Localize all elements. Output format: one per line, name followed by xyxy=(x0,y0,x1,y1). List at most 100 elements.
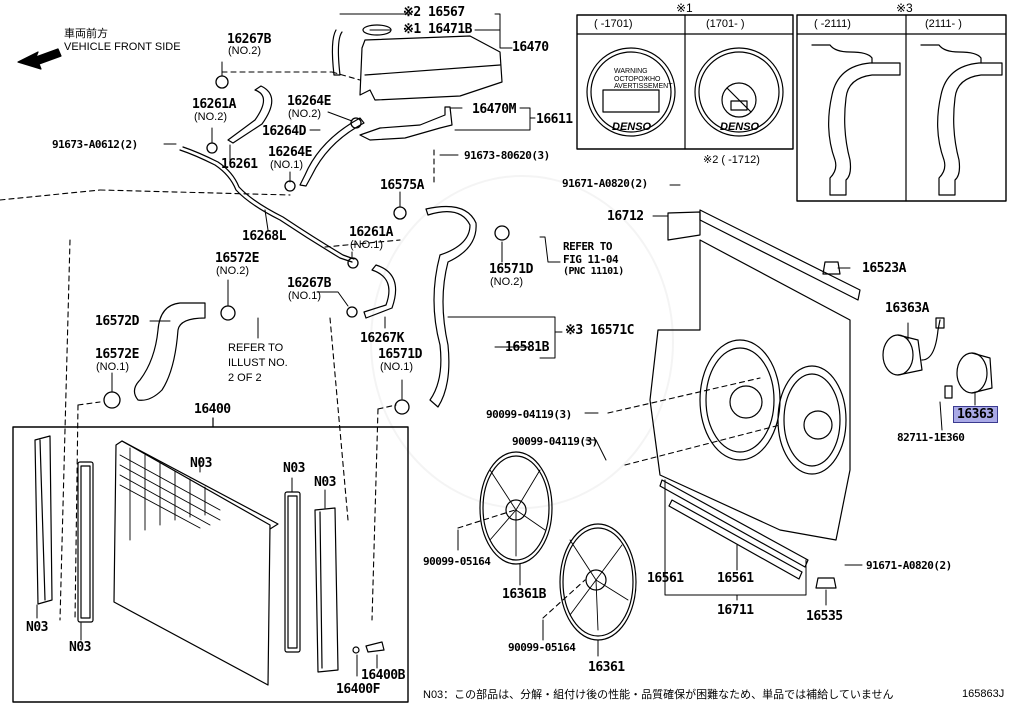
figure-id: 165863J xyxy=(962,688,1005,700)
part-label-82711-1E360[interactable]: 82711-1E360 xyxy=(897,431,965,444)
n03-label-core: N03 xyxy=(190,456,212,471)
bracket-16712 xyxy=(667,211,701,241)
part-label-90099-04119-b[interactable]: 90099-04119(3) xyxy=(512,435,598,448)
part-sub-16264E-no2: (NO.2) xyxy=(288,108,321,120)
part-label-91673-A0612[interactable]: 91673-A0612(2) xyxy=(52,138,138,151)
part-label-16267K[interactable]: 16267K xyxy=(360,331,404,346)
part-label-16712[interactable]: 16712 xyxy=(607,209,644,224)
part-sub-16572E-no2: (NO.2) xyxy=(216,265,249,277)
radiator-group-box xyxy=(12,426,409,703)
part-label-16711[interactable]: 16711 xyxy=(717,603,754,618)
part-label-16571D-no2[interactable]: 16571D xyxy=(489,262,533,277)
orientation-label: 車両前方 VEHICLE FRONT SIDE xyxy=(64,28,181,54)
part-label-16361[interactable]: 16361 xyxy=(588,660,625,675)
orientation-label-jp: 車両前方 xyxy=(64,28,108,40)
radiator-tanks-and-gaskets xyxy=(34,435,385,673)
part-label-91671-A0820-top[interactable]: 91671-A0820(2) xyxy=(562,177,648,190)
fan-shroud xyxy=(649,209,861,541)
part-sub-16267B-no1: (NO.1) xyxy=(288,290,321,302)
grommet-16535 xyxy=(815,577,837,589)
inset-note1-box xyxy=(576,14,794,150)
part-label-16535[interactable]: 16535 xyxy=(806,609,843,624)
inset-note3-mark: ※3 xyxy=(896,1,913,15)
part-label-16400[interactable]: 16400 xyxy=(194,402,231,417)
orientation-label-en: VEHICLE FRONT SIDE xyxy=(64,41,181,54)
part-label-91671-A0820-bottom[interactable]: 91671-A0820(2) xyxy=(866,559,952,572)
part-label-16561-b[interactable]: 16561 xyxy=(717,571,754,586)
watermark-logo xyxy=(370,175,674,509)
part-sub-16571D-no1: (NO.1) xyxy=(380,361,413,373)
part-label-16264E-no2[interactable]: 16264E xyxy=(287,94,331,109)
hose-clamps xyxy=(103,75,510,415)
part-label-16571C[interactable]: ※3 16571C xyxy=(565,323,635,338)
part-label-16561-a[interactable]: 16561 xyxy=(647,571,684,586)
part-label-16571D-no1[interactable]: 16571D xyxy=(378,347,422,362)
seal-strips-16561 xyxy=(659,479,809,580)
part-label-91673-80620[interactable]: 91673-80620(3) xyxy=(464,149,550,162)
nut-16523A xyxy=(822,261,841,275)
cap-brand-b: DENSO xyxy=(720,121,760,133)
n03-label-gasket-right: N03 xyxy=(283,461,305,476)
part-label-16267B-no2[interactable]: 16267B xyxy=(227,32,271,47)
upper-radiator-hose xyxy=(425,205,477,408)
n03-label-tank-left: N03 xyxy=(26,620,48,635)
cap-brand-a: DENSO xyxy=(612,121,652,133)
reservoir-tank xyxy=(331,24,503,101)
part-label-16361B[interactable]: 16361B xyxy=(502,587,546,602)
refer-illust-note: REFER TO ILLUST NO. 2 OF 2 xyxy=(228,342,288,384)
fan-blades xyxy=(479,451,637,641)
part-label-16611[interactable]: 16611 xyxy=(536,112,573,127)
inset-note2-range: ※2 ( -1712) xyxy=(703,154,760,166)
part-label-16471B[interactable]: ※1 16471B xyxy=(403,22,473,37)
fan-motors xyxy=(882,317,993,399)
part-label-16567[interactable]: ※2 16567 xyxy=(403,5,465,20)
part-label-16572E-no1[interactable]: 16572E xyxy=(95,347,139,362)
refer-fig-note: REFER TO FIG 11-04 (PNC 11101) xyxy=(563,240,624,278)
dashed-assembly-lines xyxy=(0,71,781,621)
lower-radiator-hose xyxy=(133,302,206,401)
part-label-16264E-no1[interactable]: 16264E xyxy=(268,145,312,160)
part-label-16261A-no2[interactable]: 16261A xyxy=(192,97,236,112)
part-label-16572E-no2[interactable]: 16572E xyxy=(215,251,259,266)
part-label-16261A-no1[interactable]: 16261A xyxy=(349,225,393,240)
leader-lines xyxy=(36,13,976,677)
footer-n03-note: N03：この部品は、分解・組付け後の性能・品質確保が困難なため、単品では補給して… xyxy=(423,689,894,701)
part-sub-16267B-no2: (NO.2) xyxy=(228,45,261,57)
part-label-16572D[interactable]: 16572D xyxy=(95,314,139,329)
part-label-16523A[interactable]: 16523A xyxy=(862,261,906,276)
part-sub-16572E-no1: (NO.1) xyxy=(96,361,129,373)
hose-16264D xyxy=(299,117,365,187)
part-sub-16261A-no2: (NO.2) xyxy=(194,111,227,123)
n03-label-gasket-left: N03 xyxy=(69,640,91,655)
part-label-90099-05164-a[interactable]: 90099-05164 xyxy=(423,555,491,568)
part-label-16400B[interactable]: 16400B xyxy=(361,668,405,683)
part-label-16470M[interactable]: 16470M xyxy=(472,102,516,117)
part-sub-16571D-no2: (NO.2) xyxy=(490,276,523,288)
part-label-16268L[interactable]: 16268L xyxy=(242,229,286,244)
part-sub-16261A-no1: (NO.1) xyxy=(350,239,383,251)
part-label-16470[interactable]: 16470 xyxy=(512,40,549,55)
part-label-16261[interactable]: 16261 xyxy=(221,157,258,172)
part-label-16581B[interactable]: 16581B xyxy=(505,340,549,355)
part-label-16267B-no1[interactable]: 16267B xyxy=(287,276,331,291)
part-sub-16264E-no1: (NO.1) xyxy=(270,159,303,171)
reservoir-bracket xyxy=(359,106,453,141)
inset-note1-range-b: (1701- ) xyxy=(706,18,745,30)
hose-16261 xyxy=(227,85,273,144)
part-label-16363A[interactable]: 16363A xyxy=(885,301,929,316)
part-label-16400F[interactable]: 16400F xyxy=(336,682,380,697)
part-label-90099-05164-b[interactable]: 90099-05164 xyxy=(508,641,576,654)
arrow-left-icon xyxy=(17,48,62,70)
part-label-16575A[interactable]: 16575A xyxy=(380,178,424,193)
part-label-16264D[interactable]: 16264D xyxy=(262,124,306,139)
inset-note3-box xyxy=(796,14,1007,202)
part-label-90099-04119-a[interactable]: 90099-04119(3) xyxy=(486,408,572,421)
hose-16267K xyxy=(363,264,397,319)
part-label-16363-highlighted[interactable]: 16363 xyxy=(953,406,998,423)
inset-note1-mark: ※1 xyxy=(676,1,693,15)
inset-note1-range-a: ( -1701) xyxy=(594,18,633,30)
inset-note3-range-b: (2111- ) xyxy=(925,18,962,30)
inset-note3-range-a: ( -2111) xyxy=(814,18,851,30)
bypass-pipe-16268L xyxy=(179,149,353,263)
